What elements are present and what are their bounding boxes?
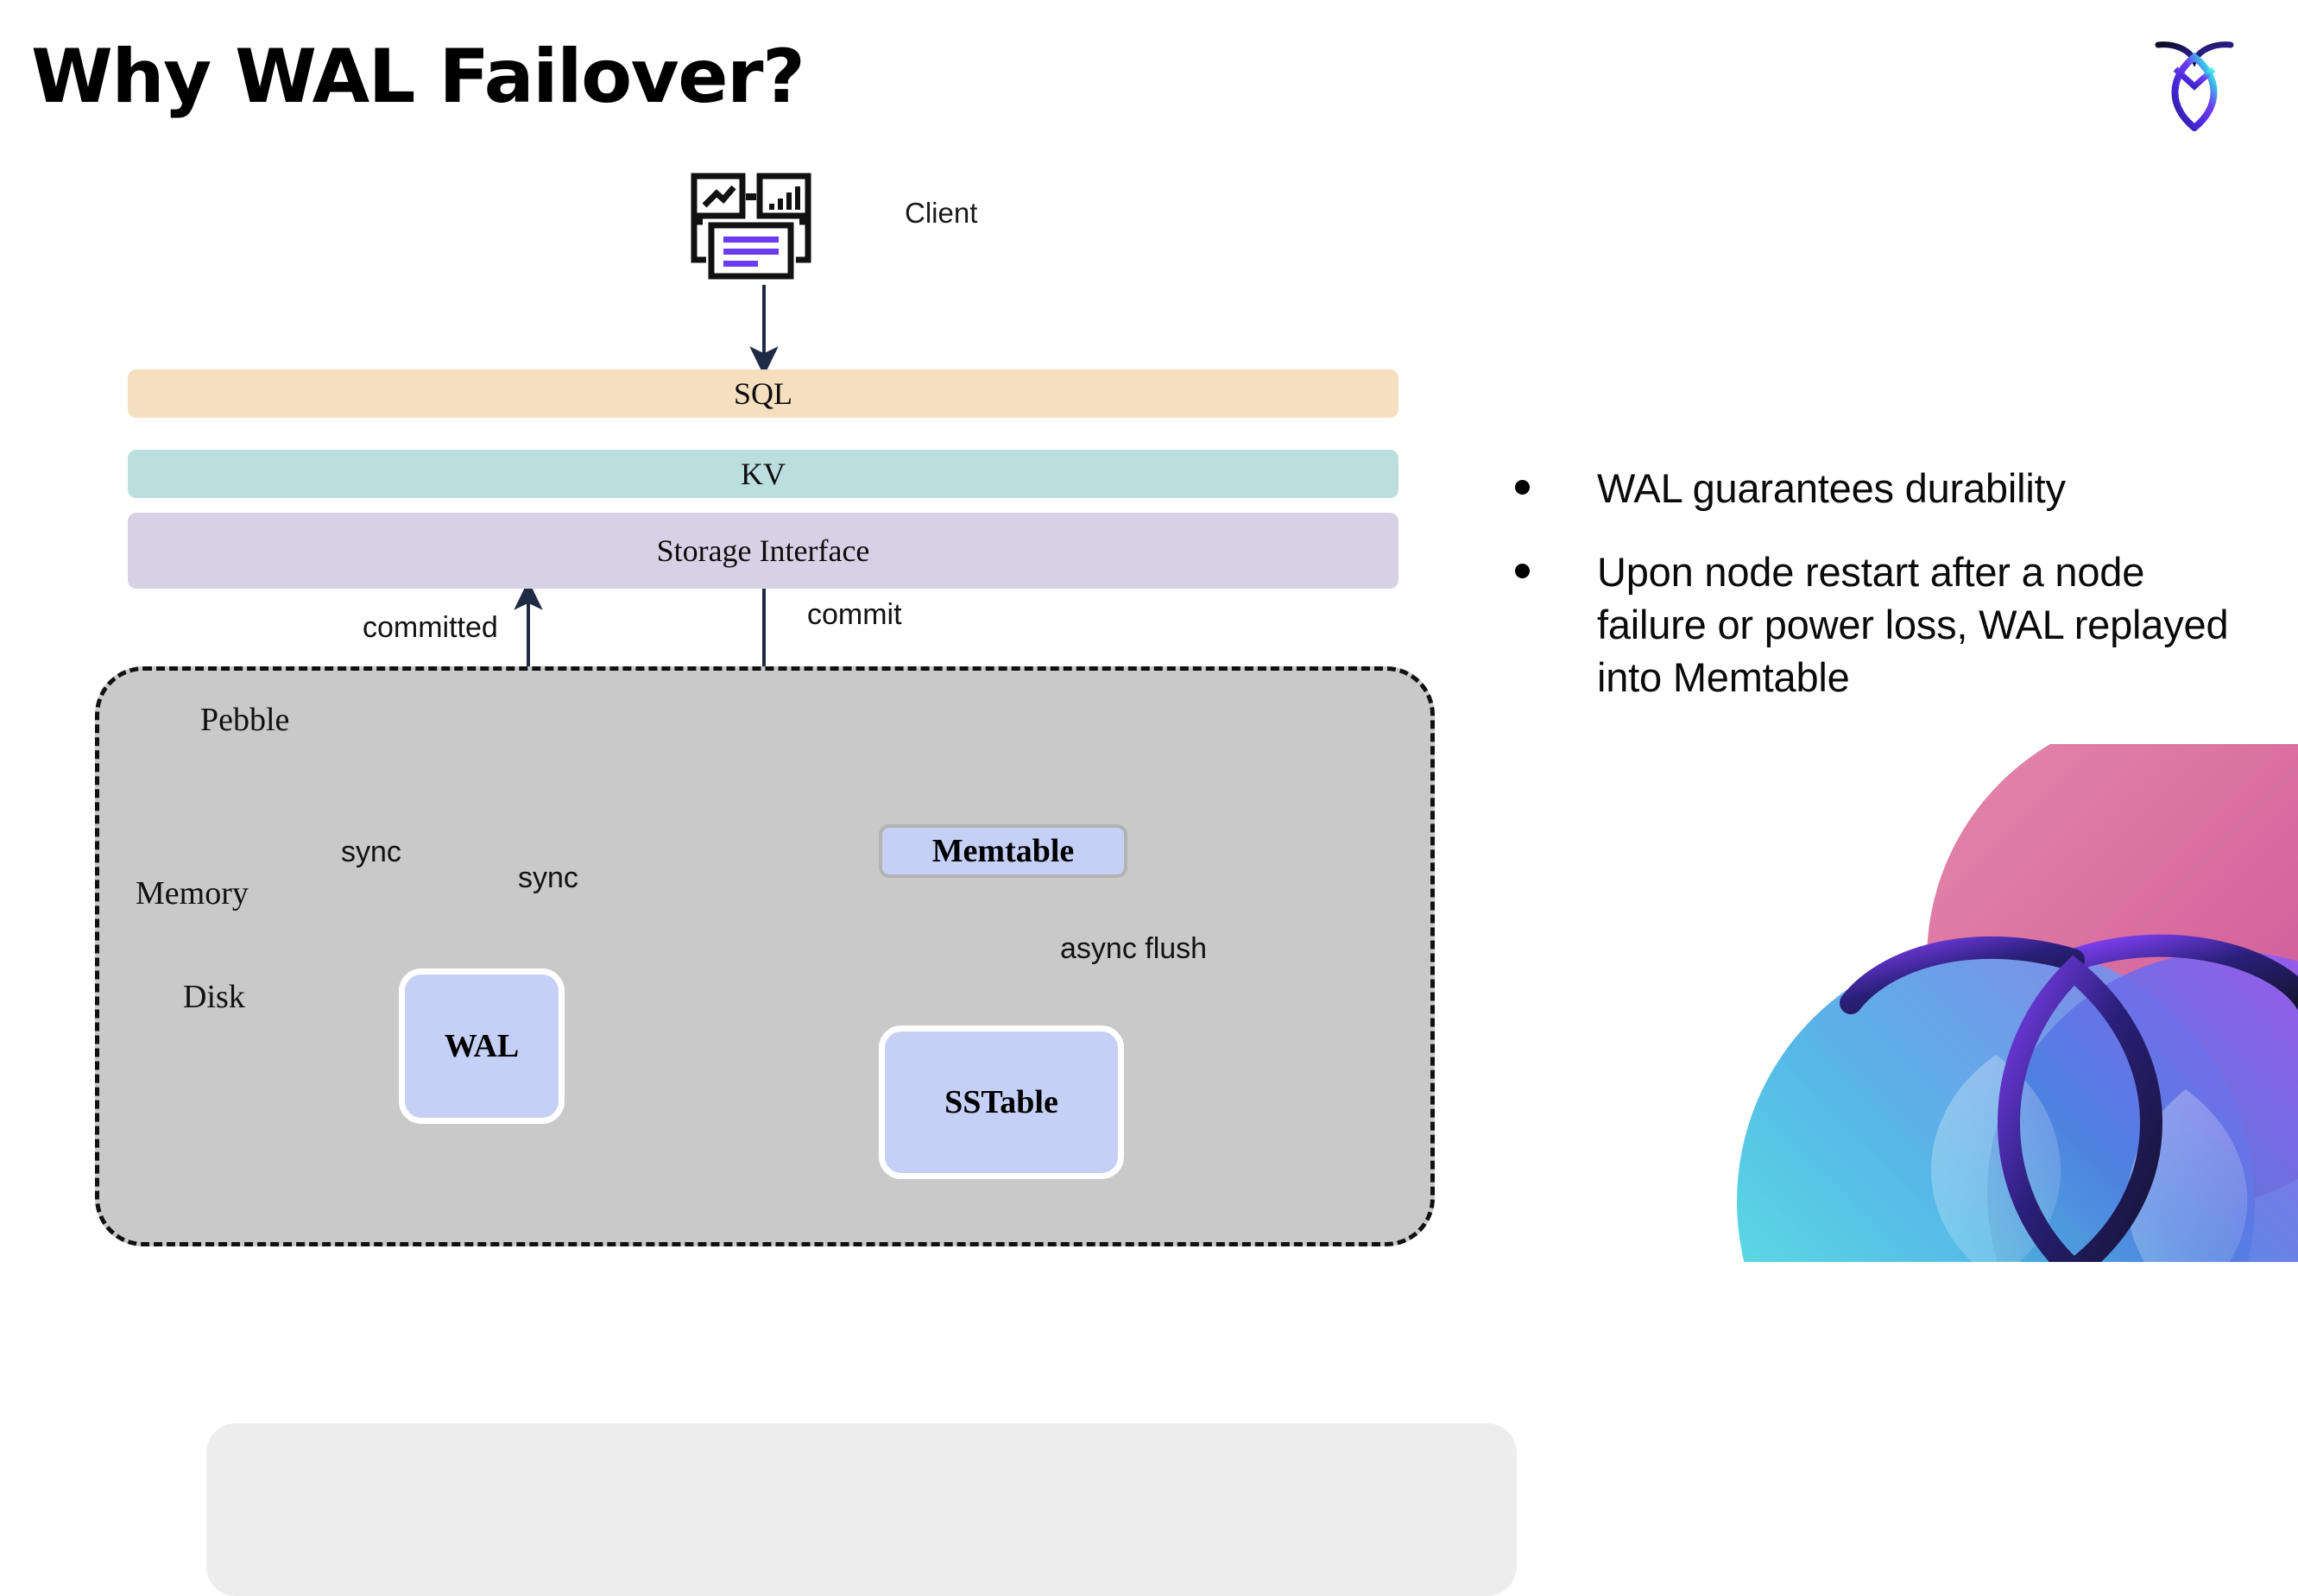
memory-label: Memory (136, 875, 249, 912)
pebble-label: Pebble (200, 702, 290, 738)
wal-label: WAL (444, 1028, 520, 1064)
pebble-container (95, 666, 1517, 1596)
layer-bar-storage-interface: Storage Interface (128, 513, 1398, 589)
client-label: Client (905, 197, 978, 229)
edge-label-committed: committed (363, 611, 498, 644)
bullet-list: WAL guarantees durability Upon node rest… (1515, 462, 2249, 735)
memory-region (206, 1423, 1517, 1596)
page-title: Why WAL Failover? (31, 34, 805, 120)
sstable-label: SSTable (944, 1084, 1058, 1120)
cockroach-leaf-logo-icon (2153, 31, 2236, 133)
bullet-text: Upon node restart after a node failure o… (1597, 549, 2229, 701)
wal-box: WAL (399, 968, 565, 1124)
edge-label-sync-right: sync (518, 861, 578, 894)
list-item: WAL guarantees durability (1515, 462, 2249, 514)
layer-label-storage-interface: Storage Interface (656, 533, 870, 568)
edge-label-sync-left: sync (341, 836, 401, 868)
decorative-gradient-circles (1625, 744, 2298, 1262)
bullet-dot-icon (1515, 564, 1530, 579)
layer-label-kv: KV (741, 457, 786, 491)
memtable-box: Memtable (879, 824, 1127, 878)
bullet-dot-icon (1515, 480, 1530, 495)
layer-bar-kv: KV (128, 450, 1398, 498)
bullet-text: WAL guarantees durability (1597, 465, 2066, 511)
edge-label-async-flush: async flush (1060, 932, 1208, 965)
list-item: Upon node restart after a node failure o… (1515, 546, 2249, 703)
memtable-label: Memtable (931, 833, 1075, 869)
sstable-box: SSTable (879, 1025, 1124, 1179)
disk-label: Disk (183, 979, 245, 1015)
layer-bar-sql: SQL (128, 369, 1398, 418)
layer-label-sql: SQL (733, 376, 792, 411)
architecture-diagram: Client SQL KV Storage Interface Pebble M… (95, 173, 1517, 1596)
client-dashboard-icon (691, 173, 829, 285)
edge-label-commit: commit (807, 598, 902, 631)
